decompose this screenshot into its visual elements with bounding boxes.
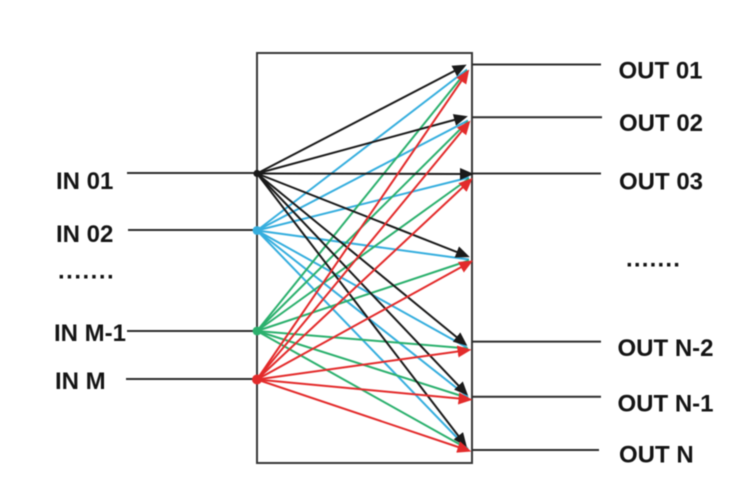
svg-text:OUT N: OUT N (619, 442, 694, 469)
svg-text:OUT N-1: OUT N-1 (618, 391, 714, 418)
svg-text:.......: ....... (626, 246, 681, 273)
svg-text:.......: ....... (58, 258, 115, 285)
svg-text:IN 02: IN 02 (56, 221, 113, 248)
svg-text:IN M-1: IN M-1 (54, 320, 126, 347)
svg-text:IN M: IN M (55, 368, 106, 395)
svg-text:OUT 01: OUT 01 (619, 58, 703, 85)
svg-text:OUT 03: OUT 03 (619, 169, 703, 196)
svg-text:IN 01: IN 01 (56, 168, 113, 195)
svg-text:OUT 02: OUT 02 (619, 110, 703, 137)
svg-text:OUT N-2: OUT N-2 (618, 335, 714, 362)
